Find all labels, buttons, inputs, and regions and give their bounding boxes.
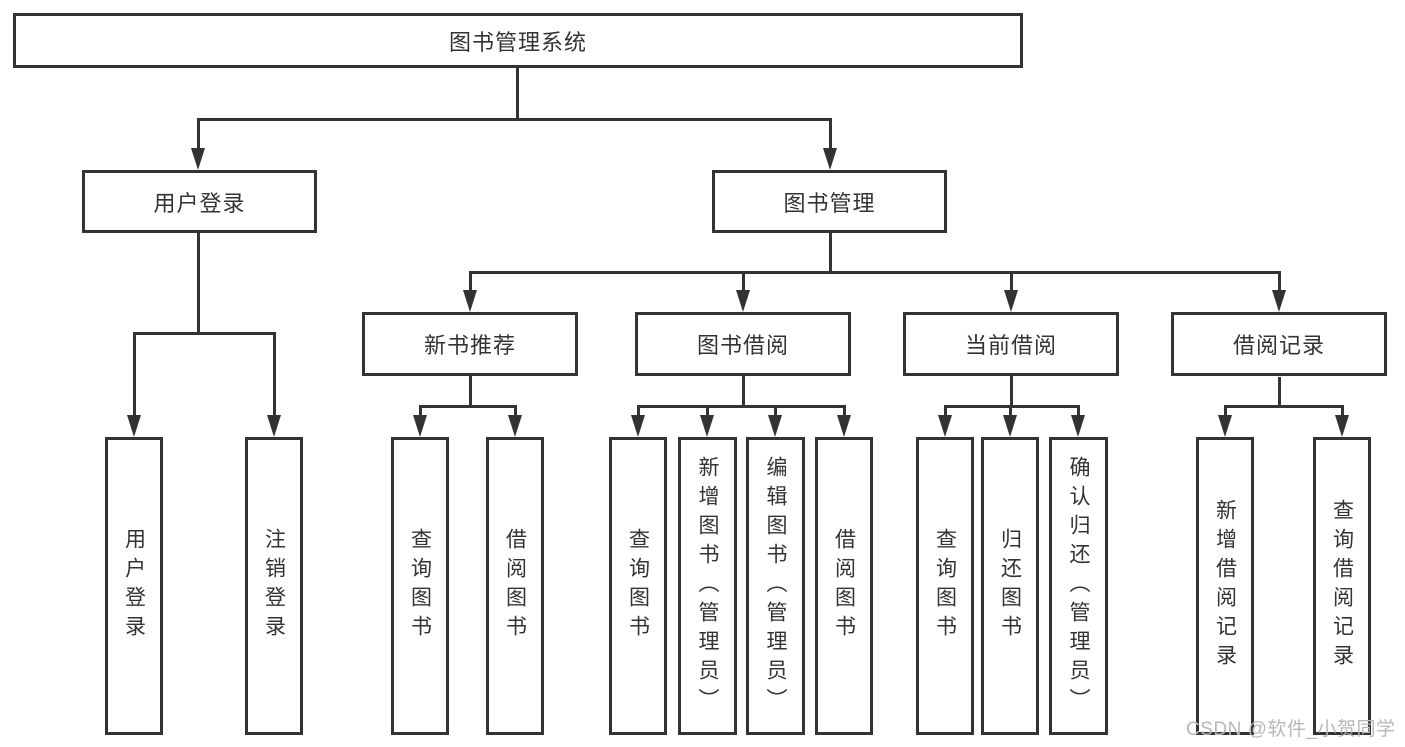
leaf-rec-add: 新增借阅记录 [1196, 437, 1254, 735]
node-root: 图书管理系统 [13, 13, 1023, 68]
arrowhead-borrow [736, 290, 750, 312]
leaf-bw-query: 查询图书 [609, 437, 667, 735]
leaf-bw-edit: 编辑图书（管理员） [746, 437, 805, 735]
leaf-bw-edit-label: 编辑图书（管理员） [764, 455, 787, 717]
node-root-label: 图书管理系统 [448, 29, 587, 55]
node-records: 借阅记录 [1171, 312, 1387, 376]
node-records-label: 借阅记录 [1232, 333, 1325, 358]
arrowhead-bw-add [700, 415, 714, 437]
edge-to-cur-query [944, 405, 947, 417]
edge-user-login-bar [133, 332, 276, 335]
edge-to-borrow [742, 271, 745, 293]
leaf-cur-return: 归还图书 [981, 437, 1039, 735]
arrowhead-records [1272, 290, 1286, 312]
edge-to-user-login [197, 118, 200, 150]
arrowhead-user-login [191, 148, 205, 170]
node-new-book-label: 新书推荐 [423, 333, 516, 358]
leaf-bw-add: 新增图书（管理员） [678, 437, 737, 735]
arrowhead-bw-query [631, 415, 645, 437]
node-user-login-label: 用户登录 [153, 190, 246, 216]
edge-to-cur-return [1009, 405, 1012, 417]
leaf-user-login-label: 用户登录 [122, 528, 146, 644]
leaf-nb-query-label: 查询图书 [408, 528, 432, 644]
arrowhead-cur-query [938, 415, 952, 437]
edge-level1-bar [197, 118, 832, 121]
edge-records-stem [1278, 377, 1281, 407]
node-current-label: 当前借阅 [964, 333, 1057, 358]
csdn-watermark: CSDN @软件_小贺同学 [1186, 719, 1396, 740]
edge-borrow-stem [742, 376, 745, 407]
leaf-rec-add-label: 新增借阅记录 [1213, 499, 1237, 673]
edge-to-leaf-logout [273, 332, 276, 417]
leaf-cur-return-label: 归还图书 [998, 528, 1022, 644]
arrowhead-bw-borrow [837, 415, 851, 437]
edge-current-bar [944, 405, 1080, 408]
leaf-bw-add-label: 新增图书（管理员） [696, 455, 719, 717]
arrowhead-leaf-login [127, 415, 141, 437]
arrowhead-cur-return [1003, 415, 1017, 437]
leaf-rec-query-label: 查询借阅记录 [1330, 499, 1354, 673]
edge-to-cur-confirm [1077, 405, 1080, 417]
arrowhead-bw-edit [768, 415, 782, 437]
edge-book-mgmt-stem [829, 233, 832, 274]
edge-to-new-book [469, 271, 472, 293]
edge-to-bw-query [637, 405, 640, 417]
edge-to-rec-add [1224, 405, 1227, 417]
leaf-nb-query: 查询图书 [391, 437, 449, 735]
edge-user-login-stem [197, 233, 200, 334]
arrowhead-nb-borrow [508, 415, 522, 437]
leaf-user-login: 用户登录 [105, 437, 163, 735]
edge-to-current [1010, 271, 1013, 293]
leaf-nb-borrow-label: 借阅图书 [503, 528, 527, 644]
node-user-login: 用户登录 [82, 170, 317, 233]
leaf-bw-borrow-label: 借阅图书 [832, 528, 856, 644]
edge-records-bar [1224, 405, 1344, 408]
edge-to-book-mgmt [829, 118, 832, 150]
arrowhead-rec-add [1218, 415, 1232, 437]
arrowhead-leaf-logout [267, 415, 281, 437]
leaf-bw-query-label: 查询图书 [626, 528, 650, 644]
edge-to-bw-borrow [843, 405, 846, 417]
edge-new-book-bar [419, 405, 517, 408]
arrowhead-rec-query [1335, 415, 1349, 437]
leaf-cur-confirm: 确认归还（管理员） [1049, 437, 1108, 735]
edge-to-bw-edit [774, 405, 777, 417]
edge-to-bw-add [706, 405, 709, 417]
edge-borrow-bar [637, 405, 845, 408]
edge-to-nb-query [419, 405, 422, 417]
leaf-logout: 注销登录 [245, 437, 303, 735]
edge-to-rec-query [1341, 405, 1344, 417]
edge-to-nb-borrow [514, 405, 517, 417]
arrowhead-cur-confirm [1071, 415, 1085, 437]
node-current: 当前借阅 [903, 312, 1119, 376]
edge-level3-bar [469, 271, 1281, 274]
node-borrow: 图书借阅 [635, 312, 851, 376]
edge-root-stem [516, 68, 519, 120]
edge-new-book-stem [469, 376, 472, 408]
arrowhead-new-book [463, 290, 477, 312]
node-borrow-label: 图书借阅 [696, 333, 789, 358]
node-book-mgmt-label: 图书管理 [783, 190, 876, 216]
arrowhead-nb-query [413, 415, 427, 437]
edge-current-stem [1010, 376, 1013, 407]
leaf-cur-query-label: 查询图书 [933, 528, 957, 644]
node-new-book: 新书推荐 [362, 312, 578, 376]
node-book-mgmt: 图书管理 [712, 170, 947, 233]
leaf-nb-borrow: 借阅图书 [486, 437, 544, 735]
arrowhead-current [1004, 290, 1018, 312]
leaf-bw-borrow: 借阅图书 [815, 437, 873, 735]
leaf-logout-label: 注销登录 [262, 528, 286, 644]
leaf-cur-query: 查询图书 [916, 437, 974, 735]
leaf-rec-query: 查询借阅记录 [1313, 437, 1371, 735]
edge-to-records [1278, 271, 1281, 293]
leaf-cur-confirm-label: 确认归还（管理员） [1067, 455, 1090, 717]
arrowhead-book-mgmt [823, 148, 837, 170]
edge-to-leaf-login [133, 332, 136, 417]
